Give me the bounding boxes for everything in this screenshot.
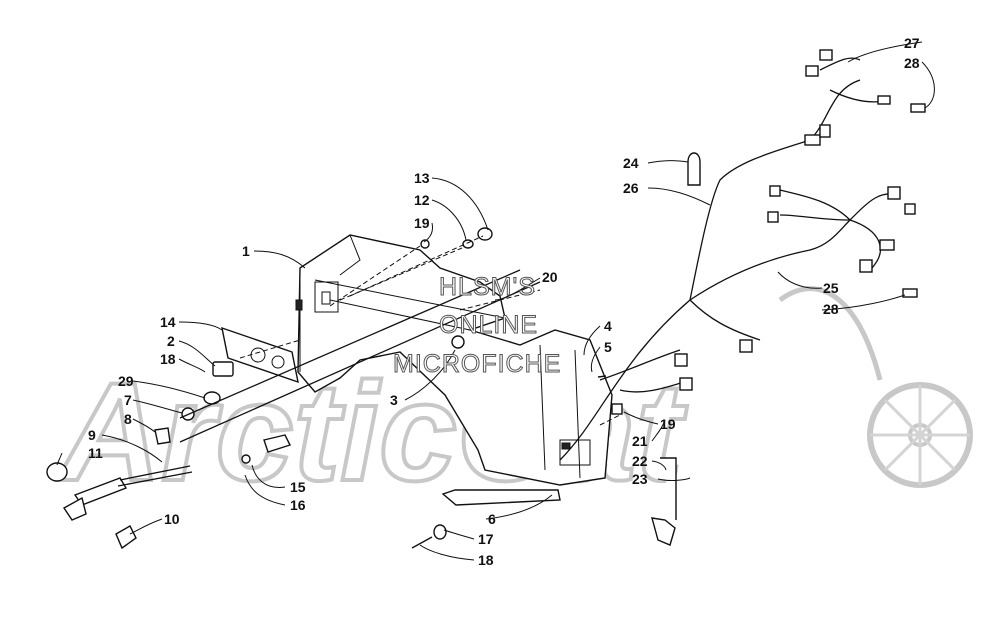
callout-26: 26 — [623, 180, 639, 196]
guide-lines — [239, 235, 621, 426]
callout-13: 13 — [414, 170, 430, 186]
watermark-line-2: ONLINE — [439, 311, 538, 339]
callout-11: 11 — [88, 445, 103, 461]
callout-10: 10 — [164, 511, 180, 527]
callout-5: 5 — [604, 339, 612, 355]
small-parts — [46, 227, 677, 550]
callout-18: 18 — [160, 351, 176, 367]
callout-3: 3 — [390, 392, 398, 408]
callout-6: 6 — [488, 511, 496, 527]
online-microfiche-watermark: HLSM'S ONLINE MICROFICHE — [393, 273, 561, 379]
leader-lines — [56, 41, 935, 561]
switch-body — [212, 361, 234, 377]
callout-21: 21 — [632, 433, 648, 449]
callout-23: 23 — [632, 471, 648, 487]
bracket-assembly — [295, 234, 613, 486]
callout-4: 4 — [604, 318, 612, 334]
callout-28-lower: 28 — [823, 301, 839, 317]
callout-29: 29 — [118, 373, 134, 389]
callout-18-lower: 18 — [478, 552, 494, 568]
callout-16: 16 — [290, 497, 306, 513]
watermark-line-3: MICROFICHE — [393, 350, 561, 378]
callout-8: 8 — [124, 411, 132, 427]
callout-1: 1 — [242, 243, 250, 259]
control-rod — [179, 269, 521, 419]
callout-28: 28 — [904, 55, 920, 71]
wiring-harness — [559, 49, 926, 461]
callout-12: 12 — [414, 192, 430, 208]
callout-20: 20 — [542, 269, 558, 285]
callout-22: 22 — [632, 453, 648, 469]
callout-17: 17 — [478, 531, 494, 547]
callout-7: 7 — [124, 392, 132, 408]
callout-14: 14 — [160, 314, 176, 330]
callout-19-lower: 19 — [660, 416, 676, 432]
callout-25: 25 — [823, 280, 839, 296]
cap — [46, 462, 68, 482]
callout-2: 2 — [167, 333, 175, 349]
callout-9: 9 — [88, 427, 96, 443]
callout-24: 24 — [623, 155, 639, 171]
watermark-line-1: HLSM'S — [439, 273, 536, 301]
callout-27: 27 — [904, 35, 920, 51]
callout-labels: 27 28 24 26 13 12 19 1 20 25 28 14 2 18 … — [88, 35, 920, 568]
callout-19: 19 — [414, 215, 430, 231]
callout-15: 15 — [290, 479, 306, 495]
